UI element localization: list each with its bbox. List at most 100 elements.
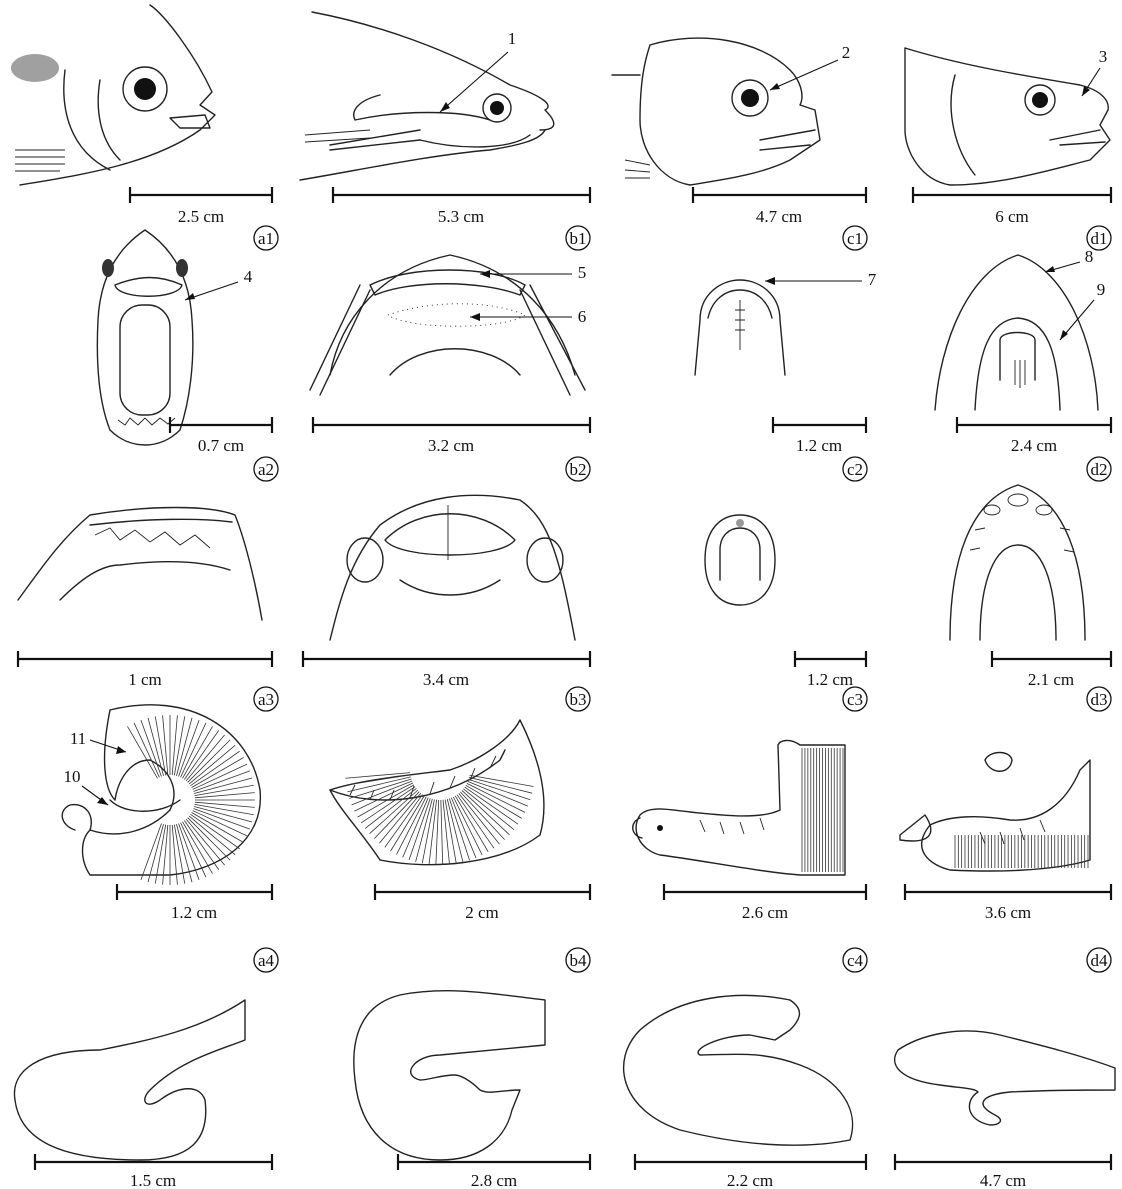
drawing-a3-gill-arch <box>62 705 260 885</box>
gill-filament <box>451 798 476 858</box>
gill-filament <box>189 745 235 784</box>
drawing-c1-head <box>612 38 820 185</box>
gill-filament <box>441 800 443 865</box>
drawing-a4-outline <box>14 1000 245 1160</box>
tag-a2: a2 <box>258 460 274 479</box>
gill-filament <box>195 802 255 807</box>
gill-filament <box>346 775 410 785</box>
scale-b4: 2.8 cm <box>471 1171 517 1189</box>
tag-a4: a4 <box>258 951 275 970</box>
gill-filament <box>469 777 532 793</box>
gill-filament <box>134 723 159 777</box>
gill-filament <box>443 800 450 865</box>
scale-c2b: 1.2 cm <box>807 670 853 689</box>
tag-c2: c2 <box>847 460 863 479</box>
drawing-d1-head <box>905 48 1110 185</box>
gill-filament <box>188 740 230 782</box>
callout-2: 2 <box>842 43 851 62</box>
callout-4: 4 <box>244 267 253 286</box>
drawing-c4-outline <box>624 995 853 1145</box>
drawing-d2-snout <box>935 255 1098 410</box>
callout-5: 5 <box>578 263 587 282</box>
drawing-b3-gill-arch <box>330 720 544 865</box>
gill-filament <box>193 764 247 789</box>
gill-filament <box>163 715 168 775</box>
drawing-c2b-jaw <box>705 515 775 605</box>
gill-filament <box>352 781 412 805</box>
tag-d3: d3 <box>1091 690 1108 709</box>
gill-filament <box>468 779 530 799</box>
gill-filament <box>193 811 247 836</box>
drawing-b4-outline <box>354 991 545 1160</box>
callout-11: 11 <box>70 729 86 748</box>
tag-c4: c4 <box>847 951 864 970</box>
scale-a2: 0.7 cm <box>198 436 244 455</box>
gill-filament <box>409 798 430 859</box>
tag-a3: a3 <box>258 690 274 709</box>
scale-d2: 2.4 cm <box>1011 436 1057 455</box>
drawing-b2-upper-jaw <box>310 255 585 395</box>
callout-9: 9 <box>1097 280 1106 299</box>
scale-b2b: 3.4 cm <box>423 670 469 689</box>
scale-c2: 1.2 cm <box>796 436 842 455</box>
gill-filament <box>181 723 206 777</box>
drawing-d2b-jaw <box>950 485 1085 640</box>
drawing-d4-outline <box>895 1031 1115 1125</box>
callout-8: 8 <box>1085 247 1094 266</box>
gill-filament <box>468 781 528 806</box>
scale-d1: 6 cm <box>995 207 1029 226</box>
drawing-b2b-jaw <box>330 495 575 640</box>
gill-filament <box>345 773 410 779</box>
tag-b2: b2 <box>570 460 587 479</box>
callout-6: 6 <box>578 307 587 326</box>
scale-d4: 4.7 cm <box>980 1171 1026 1189</box>
gill-filament <box>172 715 177 775</box>
tag-c3: c3 <box>847 690 863 709</box>
scale-a1: 2.5 cm <box>178 207 224 226</box>
tag-d1: d1 <box>1091 229 1108 248</box>
scale-b3: 2 cm <box>465 903 499 922</box>
scale-c3: 2.6 cm <box>742 903 788 922</box>
scale-c4: 2.2 cm <box>727 1171 773 1189</box>
drawing-c2-snout <box>695 280 785 375</box>
gill-filament <box>163 825 168 885</box>
gill-filament <box>186 819 225 865</box>
callout-3: 3 <box>1099 47 1108 66</box>
scale-a4: 1.5 cm <box>130 1171 176 1189</box>
scale-c1: 4.7 cm <box>756 207 802 226</box>
drawing-a2-mouth <box>97 230 193 445</box>
gill-filament <box>195 793 255 798</box>
drawing-a1-head <box>11 5 215 185</box>
tag-d4: d4 <box>1091 951 1109 970</box>
gill-filament <box>447 799 463 862</box>
gill-filament <box>195 804 254 814</box>
gill-filament <box>172 825 177 885</box>
tag-b4: b4 <box>570 951 588 970</box>
gill-filament <box>189 816 235 855</box>
gill-filament <box>445 800 456 864</box>
drawing-a2b-jaw <box>18 508 262 621</box>
scale-d3: 3.6 cm <box>985 903 1031 922</box>
scale-b2: 3.2 cm <box>428 436 474 455</box>
scale-a3: 1.2 cm <box>171 903 217 922</box>
tag-d2: d2 <box>1091 460 1108 479</box>
tag-b1: b1 <box>570 229 587 248</box>
gill-filament <box>186 735 225 781</box>
scale-d2b: 2.1 cm <box>1028 670 1074 689</box>
tag-b3: b3 <box>570 690 587 709</box>
callout-10: 10 <box>64 767 81 786</box>
tag-c1: c1 <box>847 229 863 248</box>
gill-filament <box>174 716 184 775</box>
gill-filament <box>190 814 239 848</box>
gill-filament <box>184 820 218 869</box>
scale-b1: 5.3 cm <box>438 207 484 226</box>
gill-filament <box>184 730 218 779</box>
gill-filament <box>470 775 534 786</box>
scale-a2b: 1 cm <box>128 670 162 689</box>
callout-1: 1 <box>508 29 517 48</box>
callout-7: 7 <box>868 270 877 289</box>
drawing-c3-gill-arch <box>633 740 845 875</box>
gill-filament <box>195 785 254 795</box>
gill-filament <box>436 800 439 865</box>
